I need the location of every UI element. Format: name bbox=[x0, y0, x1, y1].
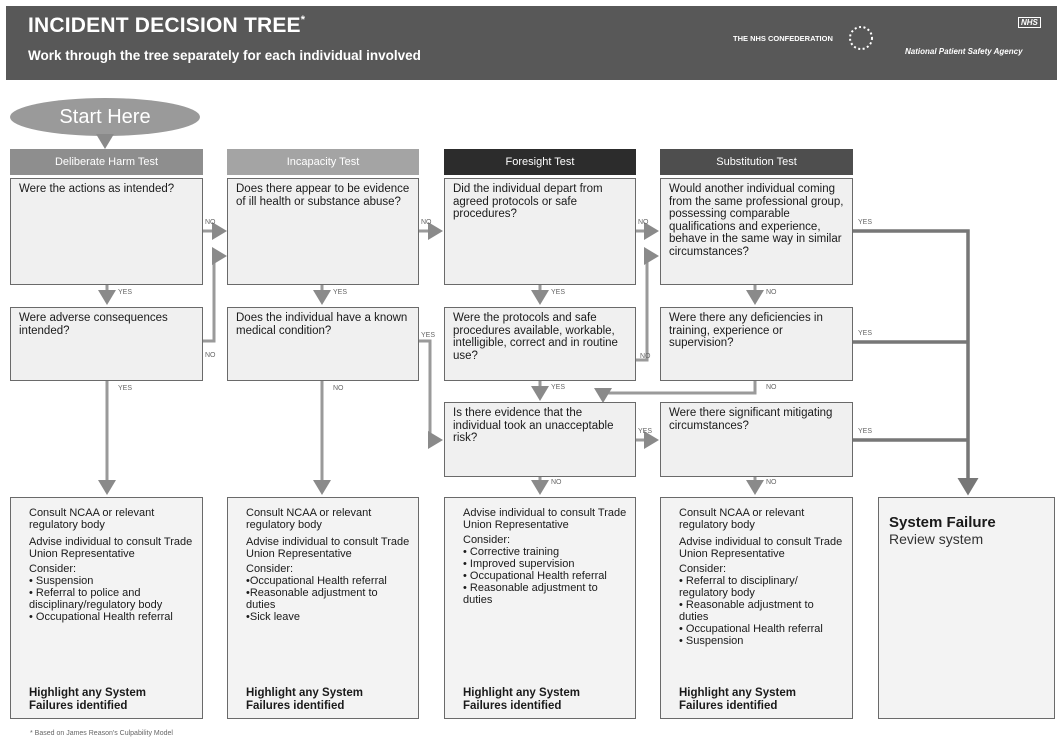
outcome-highlight: Highlight any System Failures identified bbox=[246, 687, 363, 712]
outcome-item: • Reasonable adjustment to duties bbox=[679, 599, 814, 623]
deliberate-harm-test-header: Deliberate Harm Test bbox=[10, 149, 203, 175]
agency-name: National Patient Safety Agency bbox=[905, 47, 1023, 56]
label-yes: YES bbox=[638, 428, 652, 435]
label-no: NO bbox=[638, 219, 649, 226]
label-no: NO bbox=[551, 479, 562, 486]
page-subtitle: Work through the tree separately for eac… bbox=[28, 48, 421, 63]
question-box: Were there significant mitigating circum… bbox=[660, 402, 853, 477]
outcome-box-foresight: Advise individual to consult Trade Union… bbox=[444, 497, 636, 719]
nhs-logo: NHS bbox=[1018, 17, 1041, 28]
question-text: Did the individual depart from agreed pr… bbox=[453, 183, 603, 220]
question-box: Does there appear to be evidence of ill … bbox=[227, 178, 419, 285]
question-box: Were the protocols and safe procedures a… bbox=[444, 307, 636, 381]
footnote: * Based on James Reason's Culpability Mo… bbox=[30, 730, 173, 737]
question-text: Were the actions as intended? bbox=[19, 183, 175, 195]
page-title: INCIDENT DECISION TREE* bbox=[28, 14, 306, 37]
label-yes: YES bbox=[421, 332, 435, 339]
outcome-item: • Improved supervision bbox=[463, 558, 575, 570]
outcome-item: • Referral to disciplinary/ regulatory b… bbox=[679, 575, 798, 599]
arrow-protocols-no bbox=[636, 247, 659, 362]
label-yes: YES bbox=[858, 428, 872, 435]
label-no: NO bbox=[640, 353, 651, 360]
outcome-item: •Occupational Health referral bbox=[246, 575, 387, 587]
question-text: Were adverse consequences intended? bbox=[19, 312, 168, 337]
outcome-consider: Consider: bbox=[29, 563, 77, 575]
outcome-item: • Occupational Health referral bbox=[29, 611, 173, 623]
outcome-item: • Corrective training bbox=[463, 546, 560, 558]
outcome-highlight: Highlight any System Failures identified bbox=[29, 687, 146, 712]
outcome-item: • Occupational Health referral bbox=[463, 570, 607, 582]
outcome-item: • Reasonable adjustment to duties bbox=[463, 582, 598, 606]
question-box: Were adverse consequences intended? bbox=[10, 307, 203, 381]
outcome-consider: Consider: bbox=[246, 563, 294, 575]
outcome-item: • Suspension bbox=[29, 575, 94, 587]
arrow-another-yes bbox=[853, 229, 979, 496]
label-yes: YES bbox=[858, 330, 872, 337]
outcome-item: • Referral to police and disciplinary/re… bbox=[29, 587, 163, 611]
label-no: NO bbox=[205, 352, 216, 359]
question-box: Were there any deficiencies in training,… bbox=[660, 307, 853, 381]
question-text: Were the protocols and safe procedures a… bbox=[453, 312, 618, 362]
label-no: NO bbox=[766, 384, 777, 391]
question-text: Were there significant mitigating circum… bbox=[669, 407, 833, 432]
outcome-advise: Advise individual to consult Trade Union… bbox=[29, 536, 193, 560]
question-box: Would another individual coming from the… bbox=[660, 178, 853, 285]
outcome-consider: Consider: bbox=[679, 563, 727, 575]
confederation-logo-text: THE NHS CONFEDERATION bbox=[733, 34, 833, 43]
outcome-consult: Consult NCAA or relevant regulatory body bbox=[246, 507, 372, 531]
label-no: NO bbox=[766, 289, 777, 296]
question-box: Were the actions as intended? bbox=[10, 178, 203, 285]
foresight-test-header: Foresight Test bbox=[444, 149, 636, 175]
outcome-consider: Consider: bbox=[463, 534, 511, 546]
incapacity-test-header: Incapacity Test bbox=[227, 149, 419, 175]
outcome-highlight: Highlight any System Failures identified bbox=[463, 687, 580, 712]
label-no: NO bbox=[205, 219, 216, 226]
outcome-consult: Consult NCAA or relevant regulatory body bbox=[29, 507, 155, 531]
arrow-medical-yes bbox=[419, 339, 443, 449]
confederation-ring-icon bbox=[849, 26, 873, 50]
outcome-box-system-failure: System Failure Review system bbox=[878, 497, 1055, 719]
outcome-item: • Suspension bbox=[679, 635, 744, 647]
question-text: Is there evidence that the individual to… bbox=[453, 407, 614, 444]
question-text: Would another individual coming from the… bbox=[669, 183, 844, 258]
outcome-box-incapacity: Consult NCAA or relevant regulatory body… bbox=[227, 497, 419, 719]
system-failure-subtitle: Review system bbox=[889, 531, 984, 547]
label-yes: YES bbox=[858, 219, 872, 226]
label-yes: YES bbox=[551, 289, 565, 296]
substitution-test-header: Substitution Test bbox=[660, 149, 853, 175]
label-yes: YES bbox=[118, 385, 132, 392]
question-box: Did the individual depart from agreed pr… bbox=[444, 178, 636, 285]
arrow-deficiencies-no bbox=[594, 381, 757, 403]
label-yes: YES bbox=[551, 384, 565, 391]
question-text: Does the individual have a known medical… bbox=[236, 312, 408, 337]
outcome-consult: Consult NCAA or relevant regulatory body bbox=[679, 507, 805, 531]
system-failure-title: System Failure bbox=[889, 514, 996, 531]
label-yes: YES bbox=[118, 289, 132, 296]
outcome-item: •Sick leave bbox=[246, 611, 300, 623]
question-text: Were there any deficiencies in training,… bbox=[669, 312, 823, 349]
outcome-highlight: Highlight any System Failures identified bbox=[679, 687, 796, 712]
outcome-advise: Advise individual to consult Trade Union… bbox=[679, 536, 843, 560]
header-banner bbox=[6, 6, 1057, 80]
question-box: Is there evidence that the individual to… bbox=[444, 402, 636, 477]
outcome-box-harm: Consult NCAA or relevant regulatory body… bbox=[10, 497, 203, 719]
label-no: NO bbox=[333, 385, 344, 392]
nhs-confederation-logo: THE NHS CONFEDERATION bbox=[733, 24, 878, 50]
outcome-box-substitution: Consult NCAA or relevant regulatory body… bbox=[660, 497, 853, 719]
label-no: NO bbox=[766, 479, 777, 486]
question-box: Does the individual have a known medical… bbox=[227, 307, 419, 381]
arrow-consequences-no bbox=[203, 247, 227, 343]
outcome-item: •Reasonable adjustment to duties bbox=[246, 587, 378, 611]
start-here-oval: Start Here bbox=[10, 98, 200, 136]
outcome-advise: Advise individual to consult Trade Union… bbox=[246, 536, 410, 560]
question-text: Does there appear to be evidence of ill … bbox=[236, 183, 410, 208]
outcome-item: • Occupational Health referral bbox=[679, 623, 823, 635]
label-yes: YES bbox=[333, 289, 347, 296]
outcome-advise: Advise individual to consult Trade Union… bbox=[463, 507, 627, 531]
label-no: NO bbox=[421, 219, 432, 226]
